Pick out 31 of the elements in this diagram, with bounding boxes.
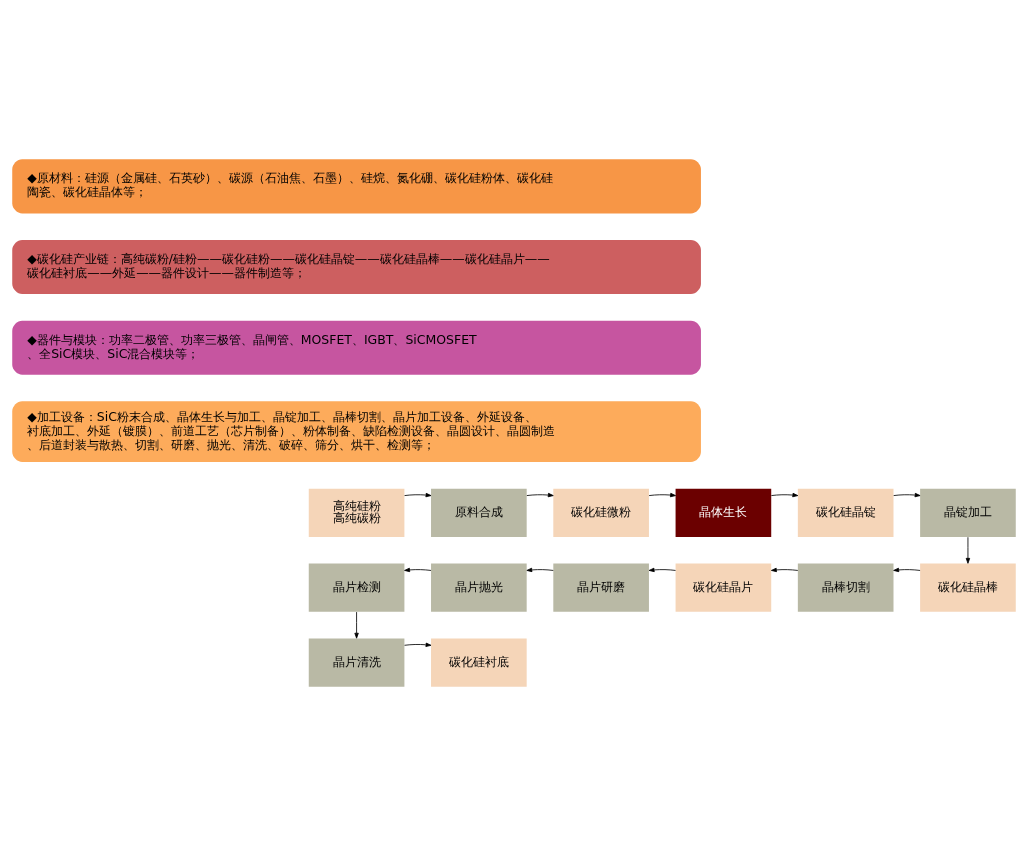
node-box: 原料合成	[431, 488, 527, 537]
node-box: 晶片抛光	[431, 563, 527, 612]
arrow	[965, 536, 971, 564]
node-box: ◆加工设备：SiC粉末合成、晶体生长与加工、晶锭加工、晶棒切割、晶片加工设备、外延设备、衬底加工、外延（镀膜）、前道工艺（芯片制备）、粉体制备、缺陷检测设备、晶圆设计、晶圆制造、后道封装与散热、切割、研磨、抛光、清洗、破碎、筛分、烘干、检测等；	[12, 400, 701, 462]
arrow	[404, 567, 432, 572]
arrow	[771, 567, 799, 572]
node-box: 碳化硅晶片	[675, 563, 772, 612]
node-box: ◆原材料：硅源（金属硅、石英砂）、碳源（石油焦、石墨）、硅烷、氮化硼、碳化硅粉体、碳化硅陶瓷、碳化硅晶体等；	[12, 158, 701, 213]
arrow	[354, 611, 359, 639]
node-box: 碳化硅晶锭	[797, 488, 894, 537]
arrow	[648, 492, 676, 497]
node-box: ◆器件与模块：功率二极管、功率三极管、晶闸管、MOSFET、IGBT、SiCMOSFET、全SiC模块、SiC混合模块等；	[12, 320, 701, 375]
node-box: 晶锭加工	[920, 488, 1016, 537]
node-box: 碳化硅微粉	[553, 488, 649, 537]
arrow	[893, 492, 921, 497]
arrow	[526, 492, 554, 497]
arrow	[648, 567, 676, 572]
node-box: 晶片研磨	[553, 563, 649, 612]
node-box: 晶片清洗	[308, 637, 405, 687]
arrow	[526, 567, 554, 572]
node-box: 晶棒切割	[797, 563, 894, 612]
node-box: ◆碳化硅产业链：高纯碳粉/硅粉——碳化硅粉——碳化硅晶锭——碳化硅晶棒——碳化硅晶片——碳化硅衬底——外延——器件设计——器件制造等；	[12, 239, 701, 294]
node-box: 晶体生长	[675, 488, 772, 537]
arrow	[893, 567, 921, 572]
node-box: 碳化硅晶棒	[920, 563, 1016, 612]
arrow	[404, 492, 432, 497]
arrow	[404, 642, 432, 647]
node-box: 碳化硅衬底	[431, 637, 527, 687]
node-box: 晶片检测	[308, 563, 405, 612]
arrow	[771, 492, 799, 497]
node-box: 高纯硅粉 高纯碳粉	[308, 488, 405, 537]
